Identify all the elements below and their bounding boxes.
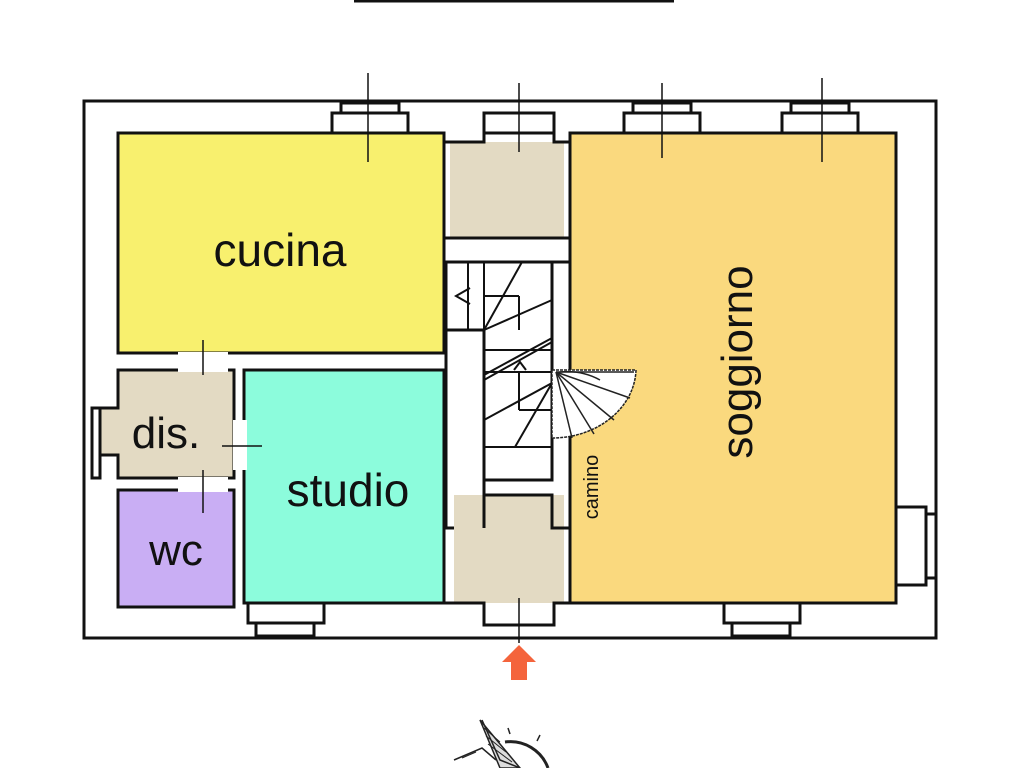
room-dis[interactable] — [98, 368, 236, 480]
label-camino: camino — [581, 455, 603, 519]
door-dis-studio[interactable] — [233, 420, 247, 470]
room-studio[interactable] — [242, 368, 446, 605]
entrance-arrow-icon — [502, 645, 536, 680]
label-cucina: cucina — [214, 224, 347, 276]
room-cucina[interactable] — [116, 131, 446, 355]
spiral-staircase — [551, 369, 637, 439]
hall-south[interactable] — [454, 495, 564, 603]
windows — [90, 101, 938, 638]
label-studio: studio — [287, 464, 410, 516]
label-wc: wc — [148, 526, 203, 575]
compass-icon — [453, 719, 550, 768]
label-dis: dis. — [132, 409, 200, 458]
label-soggiorno: soggiorno — [713, 265, 762, 458]
hall-north[interactable] — [450, 142, 564, 238]
stair-treads — [453, 261, 553, 448]
room-wc[interactable] — [116, 488, 236, 609]
